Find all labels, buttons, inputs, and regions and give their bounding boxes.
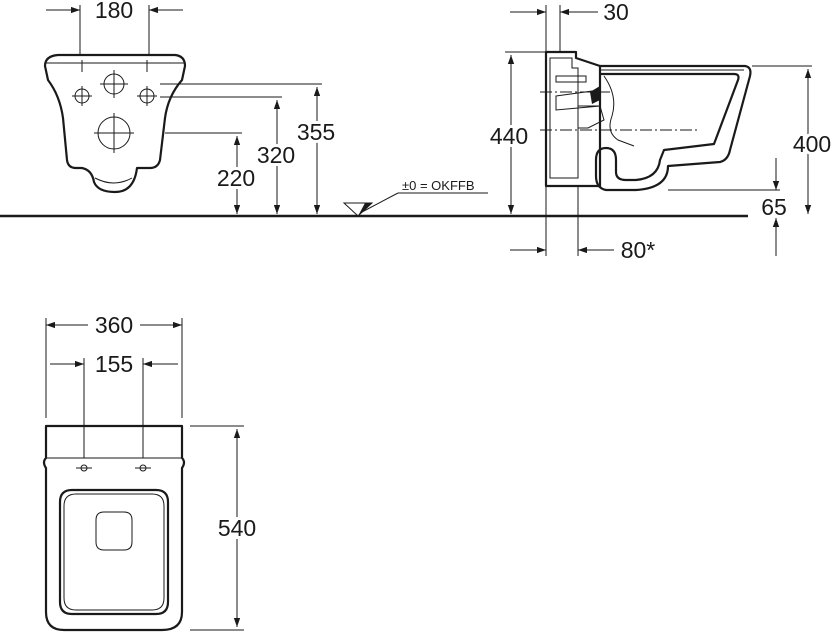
top-view-outline	[42, 424, 186, 632]
dim-220-label: 220	[217, 165, 255, 191]
front-view: 180 220 320 355	[43, 0, 338, 214]
dim-30-label: 30	[603, 0, 629, 25]
top-view: 360 155 540	[42, 312, 259, 632]
dim-400-label: 400	[793, 131, 831, 157]
dim-155-label: 155	[95, 351, 133, 377]
fixing-hole-left	[72, 86, 92, 106]
side-view: 440 400 65 30 80*	[487, 0, 834, 263]
dim-440-label: 440	[490, 123, 528, 149]
dim-180-label: 180	[95, 0, 133, 23]
side-view-seal	[590, 86, 600, 104]
dim-360-label: 360	[95, 312, 133, 338]
top-fixing-right	[135, 464, 151, 472]
top-view-seat	[58, 488, 170, 616]
outlet-hole	[94, 113, 134, 153]
dim-355-label: 355	[297, 119, 335, 145]
top-view-bowl-opening	[95, 511, 133, 551]
floor-marker-label: ±0 = OKFFB	[402, 178, 475, 193]
inlet-hole	[100, 70, 128, 98]
top-fixing-left	[76, 464, 92, 472]
side-view-frame-inner	[549, 57, 579, 179]
side-view-frame	[544, 50, 602, 188]
side-view-pipe	[578, 105, 605, 129]
top-view-seat-inner	[63, 493, 165, 611]
floor-level-marker: ±0 = OKFFB	[342, 178, 488, 217]
front-view-outline	[43, 53, 187, 194]
fixing-hole-right	[137, 86, 157, 106]
side-view-bowl	[594, 64, 752, 192]
front-view-trap	[94, 177, 133, 184]
dim-80-label: 80*	[621, 237, 656, 263]
dim-320-label: 320	[257, 142, 295, 168]
dim-65-label: 65	[761, 194, 787, 220]
dim-540-label: 540	[218, 515, 256, 541]
side-view-bowl-inner	[603, 75, 635, 147]
floor-marker-leader	[361, 192, 399, 213]
